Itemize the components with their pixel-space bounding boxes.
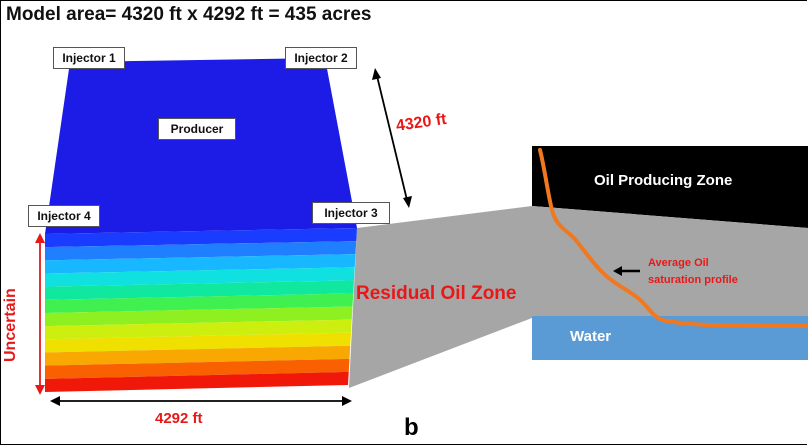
injector-1-label: Injector 1 xyxy=(53,47,125,69)
reservoir-layer xyxy=(45,267,355,287)
length-arrowhead-top xyxy=(372,68,381,80)
uncertain-arrowhead-top xyxy=(35,233,45,243)
uncertain-arrowhead-bottom xyxy=(35,385,45,395)
residual-oil-zone-label: Residual Oil Zone xyxy=(356,283,517,304)
injector-4-label: Injector 4 xyxy=(28,205,100,227)
reservoir-layer xyxy=(45,345,351,366)
injector-3-label: Injector 3 xyxy=(312,202,390,224)
length-dimension-line xyxy=(376,75,408,201)
reservoir-layer xyxy=(45,332,351,353)
reservoir-layer xyxy=(45,371,349,392)
reservoir-layer xyxy=(45,293,354,313)
oil-producing-zone-label: Oil Producing Zone xyxy=(594,172,733,189)
width-arrowhead-left xyxy=(50,396,60,406)
oil-producing-zone-shape xyxy=(532,146,808,228)
residual-zone-shape xyxy=(532,206,808,316)
residual-connector-wedge xyxy=(349,206,532,388)
producer-label: Producer xyxy=(158,118,236,140)
reservoir-layers xyxy=(45,228,357,392)
width-label: 4292 ft xyxy=(155,410,203,427)
width-arrowhead-right xyxy=(342,396,352,406)
injector-2-label: Injector 2 xyxy=(285,47,357,69)
reservoir-layer xyxy=(45,228,357,248)
length-arrowhead-bottom xyxy=(403,196,412,208)
reservoir-layer xyxy=(45,280,354,300)
panel-letter: b xyxy=(404,414,419,441)
model-area-title: Model area= 4320 ft x 4292 ft = 435 acre… xyxy=(6,4,372,25)
reservoir-layer xyxy=(45,358,350,379)
profile-label-line-2: saturation profile xyxy=(648,274,738,286)
profile-label-line-1: Average Oil xyxy=(648,257,709,269)
reservoir-layer xyxy=(45,306,353,327)
uncertain-label: Uncertain xyxy=(2,288,19,362)
water-label: Water xyxy=(570,328,612,345)
reservoir-layer xyxy=(45,319,352,340)
reservoir-layer xyxy=(45,254,356,274)
reservoir-layer xyxy=(45,241,357,261)
reservoir-top-face xyxy=(45,58,357,234)
profile-pointer-arrowhead xyxy=(613,266,622,276)
average-oil-saturation-curve xyxy=(538,148,808,328)
